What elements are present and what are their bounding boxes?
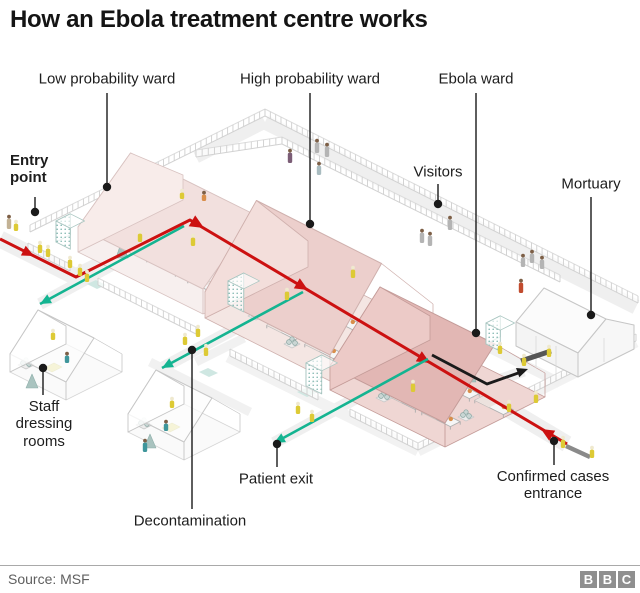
staff-dressing-rooms-tent [9,309,123,401]
label-entry-point: Entry point [10,152,49,187]
leader-staff-dressing-rooms [38,363,48,395]
label-high-probability-ward: High probability ward [239,70,381,88]
leader-patient-exit [272,439,282,467]
bbc-logo-block: B [580,571,597,588]
infected-route-arrow [0,215,568,446]
bbc-logo: B B C [580,571,635,588]
page-title: How an Ebola treatment centre works [10,6,428,33]
leader-entry-point [30,197,40,217]
mortuary-route-arrow [431,353,528,386]
leader-ebola-ward [471,93,481,338]
label-leader-lines [30,93,596,509]
people-figures [6,138,595,458]
safe-route-arrows [39,224,429,445]
label-staff-dressing-rooms: Staff dressing rooms [15,398,73,450]
footer-divider [0,565,640,566]
label-confirmed-cases-entrance: Confirmed cases entrance [496,468,610,503]
label-ebola-ward: Ebola ward [438,70,514,88]
bbc-logo-block: B [599,571,616,588]
label-mortuary: Mortuary [561,175,621,193]
label-low-probability-ward: Low probability ward [38,70,176,88]
leader-low-probability-ward [102,93,112,192]
leader-mortuary [586,197,596,320]
bbc-logo-block: C [618,571,635,588]
leader-decontamination [187,345,197,509]
label-visitors: Visitors [413,163,463,181]
mortuary-tent [515,287,635,378]
spray-station-cubes [55,213,515,395]
ebola-ward-tent [329,286,546,448]
label-patient-exit: Patient exit [238,470,314,488]
label-decontamination: Decontamination [133,512,247,530]
leader-visitors [433,184,443,209]
source-credit: Source: MSF [8,571,90,587]
leader-confirmed-cases-entrance [549,436,559,465]
leader-high-probability-ward [305,93,315,229]
